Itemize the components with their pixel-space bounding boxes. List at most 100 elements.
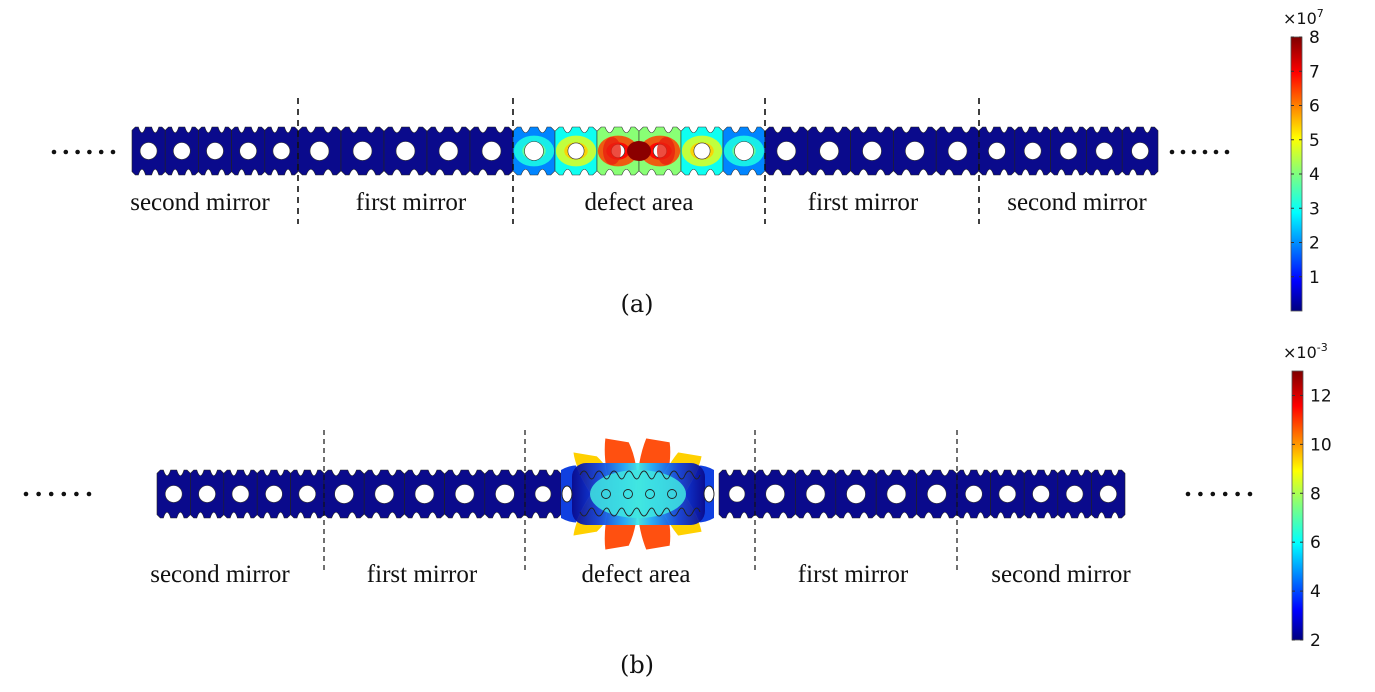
unit-cell-hole <box>819 141 840 161</box>
second-mirror-right-cell <box>978 126 1016 176</box>
unit-cell-hole <box>173 142 191 160</box>
region-label-first-mirror-left: first mirror <box>367 561 478 588</box>
second-mirror-right-cell <box>1121 126 1159 176</box>
second-mirror-left-cell <box>190 469 225 519</box>
unit-cell-hole <box>309 141 330 161</box>
unit-cell-hole <box>765 484 786 504</box>
first-mirror-right-cell <box>835 469 877 519</box>
ellipsis-dot <box>74 491 79 497</box>
defect-area-a <box>512 126 766 176</box>
colorbar-tick-label: 2 <box>1310 631 1321 651</box>
second-mirror-right-cell <box>990 469 1025 519</box>
field-hotspot <box>603 137 621 165</box>
second-mirror-left-cell <box>290 469 325 519</box>
region-label-second-mirror-left: second mirror <box>130 189 270 216</box>
colorbar-tick-label: 4 <box>1310 582 1321 602</box>
ellipsis-dot <box>1235 491 1240 497</box>
defect-cell <box>554 126 598 176</box>
first-mirror-left-cell <box>297 126 342 176</box>
region-label-first-mirror-right: first mirror <box>808 189 919 216</box>
unit-cell-hole <box>265 485 283 503</box>
unit-cell-hole <box>438 141 459 161</box>
ellipsis-dot <box>61 491 67 497</box>
first-mirror-right-cell <box>807 126 851 176</box>
second-mirror-right-cell <box>1057 469 1092 519</box>
colorbar-tick-label: 10 <box>1310 435 1332 455</box>
colorbar-tick-label: 7 <box>1309 62 1320 82</box>
unit-cell-hole <box>534 485 552 503</box>
second-mirror-right-cell <box>1086 126 1123 176</box>
unit-cell-hole <box>728 485 746 503</box>
first-mirror-left-cell <box>323 469 365 519</box>
region-label-first-mirror-right: first mirror <box>798 561 909 588</box>
ellipsis-dot <box>1213 149 1219 155</box>
continuation-dots-left-a <box>51 149 116 155</box>
colorbar-tick-label: 4 <box>1309 165 1320 185</box>
colorbar-tick-label: 2 <box>1309 234 1320 254</box>
unit-cell-hole <box>1131 142 1149 160</box>
defect-edge-left-cell <box>524 469 562 519</box>
second-mirror-left-cell <box>164 126 199 176</box>
panel-caption-b: (b) <box>620 651 654 679</box>
second-mirror-right-cell <box>1014 126 1051 176</box>
unit-cell-hole <box>862 141 882 161</box>
field-maximum <box>627 141 651 161</box>
first-mirror-right-cell <box>935 126 980 176</box>
unit-cell-hole <box>998 485 1017 503</box>
second-mirror-left-cell <box>264 126 299 176</box>
undeformed-hole-outline <box>645 489 655 499</box>
ellipsis-dot <box>1222 491 1228 497</box>
field-hotspot <box>657 137 675 165</box>
ellipsis-dot <box>1169 149 1175 155</box>
unit-cell-hole <box>139 142 158 160</box>
second-mirror-left-cell <box>131 126 166 176</box>
unit-cell-hole <box>454 484 475 504</box>
first-mirror-left-cell <box>383 126 428 176</box>
unit-cell-hole <box>206 142 224 160</box>
unit-cell-hole <box>776 141 797 161</box>
defect-cell <box>512 126 556 176</box>
colorbar-tick-label: 6 <box>1309 97 1320 117</box>
colorbar-tick-label: 5 <box>1309 131 1320 151</box>
ellipsis-dot <box>1224 149 1230 155</box>
first-mirror-left-cell <box>363 469 405 519</box>
ellipsis-dot <box>1202 149 1208 155</box>
unit-cell-hole <box>481 141 502 161</box>
first-mirror-left-cell <box>469 126 514 176</box>
second-mirror-right-cell <box>1091 469 1126 519</box>
ellipsis-dot <box>1185 491 1191 497</box>
ellipsis-dot <box>51 149 57 155</box>
first-mirror-left-cell <box>444 469 486 519</box>
region-label-defect-area: defect area <box>582 561 691 588</box>
second-mirror-left-cell <box>223 469 258 519</box>
undeformed-hole-outline <box>601 489 611 499</box>
unit-cell-hole <box>334 484 354 504</box>
unit-cell-hole <box>1095 142 1114 160</box>
unit-cell-hole <box>988 142 1006 160</box>
unit-cell-hole <box>495 484 515 504</box>
panel-caption-a: (a) <box>620 290 653 318</box>
first-mirror-right-cell <box>764 126 809 176</box>
ellipsis-dot <box>98 149 104 155</box>
colorbar-tick-label: 8 <box>1309 28 1320 48</box>
unit-cell-hole <box>164 485 183 503</box>
unit-cell-hole <box>886 484 907 504</box>
unit-cell-hole <box>1023 142 1042 160</box>
ellipsis-dot <box>23 491 29 497</box>
colorbar-multiplier-a: ×107 <box>1283 7 1324 28</box>
ellipsis-dot <box>86 491 92 497</box>
ellipsis-dot <box>1191 149 1197 155</box>
first-mirror-right-cell <box>916 469 958 519</box>
deformed-hole <box>703 485 715 503</box>
unit-cell-hole <box>693 142 711 160</box>
unit-cell-hole <box>805 484 826 504</box>
second-mirror-left-cell <box>156 469 191 519</box>
first-mirror-right-cell <box>850 126 894 176</box>
region-labels-b: second mirror first mirror defect area f… <box>150 561 1131 588</box>
unit-cell-hole <box>298 485 317 503</box>
second-mirror-left-cell <box>231 126 266 176</box>
region-label-second-mirror-right: second mirror <box>991 561 1131 588</box>
defect-edge-right-cell <box>718 469 756 519</box>
